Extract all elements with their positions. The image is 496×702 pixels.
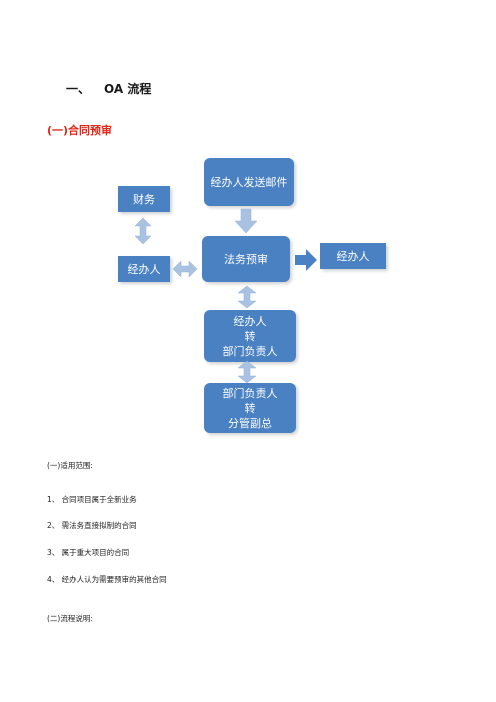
scope-title: (一)适用范围: [47,461,93,470]
box-transfer-vp-line3: 分管副总 [228,416,272,430]
section-number: 一、 [66,82,91,96]
box-transfer-dept-line2: 转 [244,329,256,343]
scope-item: 4、 经办人认为需要预审的其他合同 [47,575,167,584]
double-arrow-vertical-icon [237,285,257,309]
double-arrow-vertical-icon [134,217,152,245]
arrow-down-icon [234,208,258,234]
double-arrow-vertical-icon [237,360,257,384]
section-heading: 一、 OA 流程 [66,80,151,97]
box-transfer-vp-line1: 部门负责人 [222,386,278,400]
process-title: (二)流程说明: [47,614,93,623]
scope-item: 2、 需法务直接拟制的合同 [47,521,137,530]
double-arrow-horizontal-icon [172,260,198,278]
scope-item: 1、 合同项目属于全新业务 [47,495,137,504]
box-transfer-dept-line3: 部门负责人 [222,344,278,358]
box-legal-review: 法务预审 [202,236,290,282]
scope-item: 3、 属于重大项目的合同 [47,548,130,557]
box-handler-right: 经办人 [320,243,386,269]
arrow-right-icon [295,249,317,271]
box-transfer-dept: 经办人 转 部门负责人 [204,310,296,362]
box-finance: 财务 [118,186,170,212]
box-handler-left: 经办人 [118,256,170,282]
subsection-heading: (一)合同预审 [47,124,113,137]
box-transfer-vp: 部门负责人 转 分管副总 [204,383,296,433]
box-transfer-dept-line1: 经办人 [233,314,267,328]
box-transfer-vp-line2: 转 [244,401,256,415]
box-send-mail: 经办人发送邮件 [204,158,294,206]
section-title: OA 流程 [104,82,152,96]
